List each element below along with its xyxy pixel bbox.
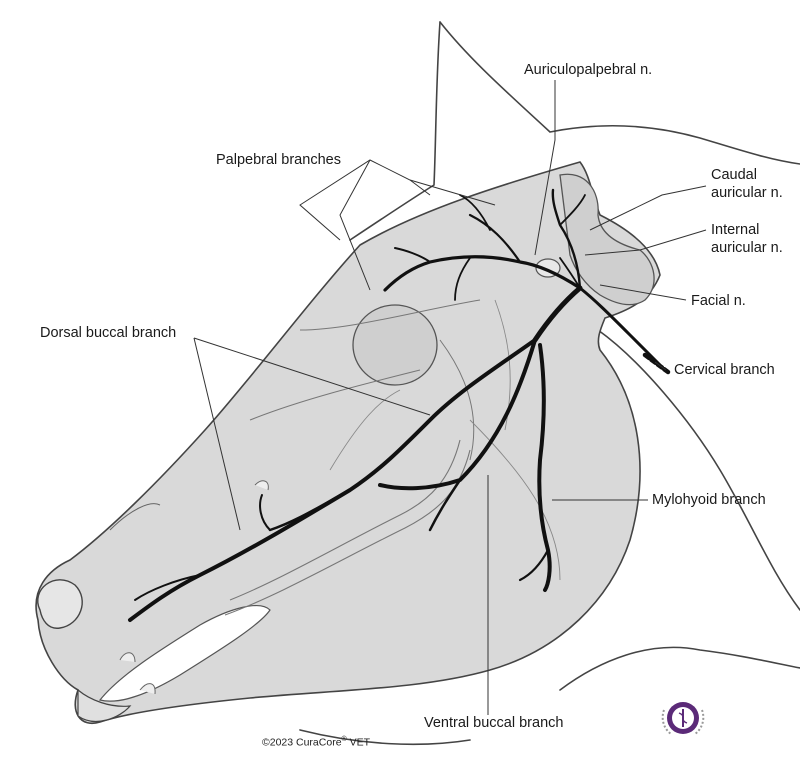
label-facial-n: Facial n. (691, 293, 746, 309)
label-mylohyoid-branch: Mylohyoid branch (652, 492, 766, 508)
label-caudal-auricular-n-line1: Caudal (711, 167, 757, 183)
label-caudal-auricular-n-line2: auricular n. (711, 185, 783, 201)
auriculopalpebral-nerve (383, 255, 582, 292)
copyright-notice: ©2023 CuraCore® VET (262, 736, 370, 749)
label-leader-lines (193, 80, 707, 715)
cervical-branch-nerve (578, 286, 662, 367)
label-dorsal-buccal-branch: Dorsal buccal branch (40, 325, 177, 341)
caduceus-laurel-icon (661, 702, 705, 735)
label-internal-auricular-n-line2: auricular n. (711, 240, 783, 256)
label-cervical-branch: Cervical branch (674, 362, 775, 378)
registered-mark: ® (341, 736, 347, 743)
facial-nerve-tree (128, 188, 671, 622)
copyright-suffix: VET (346, 736, 371, 749)
mylohyoid-branch-nerve (537, 343, 552, 592)
label-auriculopalpebral-n: Auriculopalpebral n. (524, 62, 653, 78)
facial-nerve-trunk (532, 285, 583, 343)
copyright-prefix: ©2023 CuraCore (262, 736, 342, 749)
ventral-buccal-branch-nerve (378, 338, 537, 491)
label-palpebral-branches: Palpebral branches (216, 152, 341, 168)
neck-outline (299, 21, 800, 746)
horse-head (35, 161, 661, 725)
label-ventral-buccal-branch: Ventral buccal branch (424, 715, 564, 731)
label-internal-auricular-n-line1: Internal (711, 222, 760, 238)
